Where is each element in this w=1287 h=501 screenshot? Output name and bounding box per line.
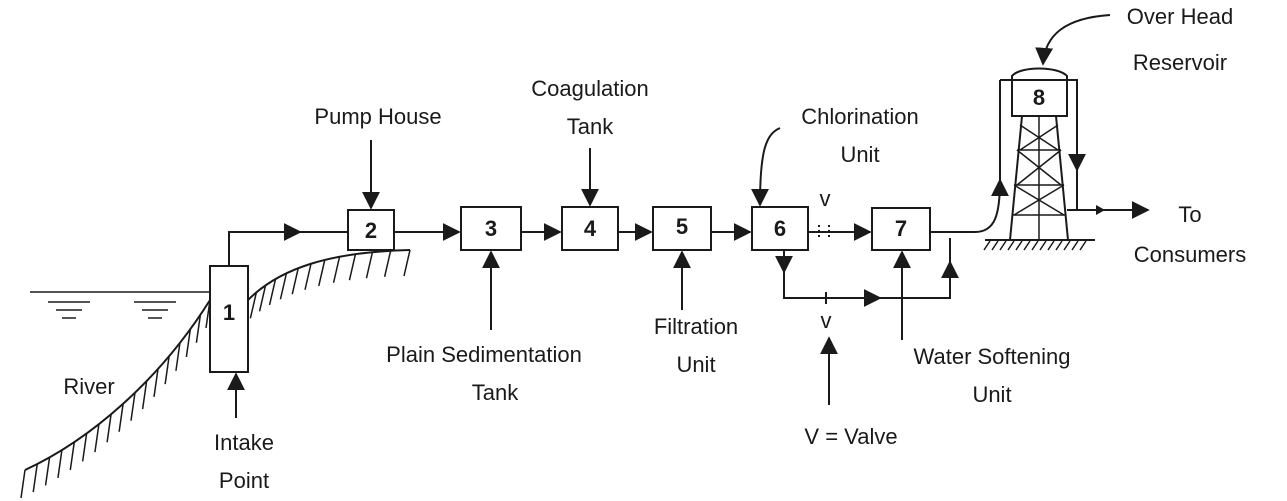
unit-1-number: 1 bbox=[223, 300, 235, 325]
unit-4-coagulation-box bbox=[561, 206, 619, 251]
consumers-label-line2: Consumers bbox=[1134, 242, 1246, 267]
unit-2-number: 2 bbox=[365, 218, 377, 243]
river-bank bbox=[20, 249, 411, 499]
unit-3-number: 3 bbox=[485, 216, 497, 241]
unit-8-reservoir-box bbox=[1011, 79, 1068, 117]
pump-house-label: Pump House bbox=[314, 104, 441, 129]
river-water-surface bbox=[30, 291, 210, 319]
unit-7-softening-box bbox=[871, 207, 931, 251]
valves bbox=[818, 225, 830, 304]
label-arrows bbox=[227, 14, 1111, 418]
chlorination-label-line1: Chlorination bbox=[801, 104, 918, 129]
intake-label-line1: Intake bbox=[214, 430, 274, 455]
unit-2-pump-house-box bbox=[347, 209, 395, 251]
unit-4-number: 4 bbox=[584, 216, 597, 241]
overhead-reservoir-tower bbox=[983, 67, 1095, 251]
valve-marker-bottom: v bbox=[821, 308, 832, 333]
consumers-label-line1: To bbox=[1178, 202, 1201, 227]
intake-label-line2: Point bbox=[219, 468, 269, 493]
unit-6-number: 6 bbox=[774, 216, 786, 241]
valve-legend: V = Valve bbox=[804, 424, 897, 449]
softening-label-line2: Unit bbox=[972, 382, 1011, 407]
reservoir-label-line2: Reservoir bbox=[1133, 50, 1227, 75]
unit-8-number: 8 bbox=[1033, 85, 1045, 110]
unit-7-number: 7 bbox=[895, 216, 907, 241]
chlorination-label-line2: Unit bbox=[840, 142, 879, 167]
unit-3-sedimentation-box bbox=[460, 206, 522, 251]
reservoir-label-line1: Over Head bbox=[1127, 4, 1233, 29]
sedimentation-label-line1: Plain Sedimentation bbox=[386, 342, 582, 367]
softening-label-line1: Water Softening bbox=[914, 344, 1071, 369]
filtration-label-line1: Filtration bbox=[654, 314, 738, 339]
unit-6-chlorination-box bbox=[751, 206, 809, 251]
sedimentation-label-line2: Tank bbox=[472, 380, 519, 405]
unit-5-number: 5 bbox=[676, 214, 688, 239]
coagulation-label-line1: Coagulation bbox=[531, 76, 648, 101]
coagulation-label-line2: Tank bbox=[567, 114, 614, 139]
valve-marker-top: v bbox=[820, 186, 831, 211]
filtration-label-line2: Unit bbox=[676, 352, 715, 377]
unit-5-filtration-box bbox=[652, 206, 712, 251]
river-label: River bbox=[63, 374, 114, 399]
unit-1-intake-box bbox=[209, 265, 249, 373]
